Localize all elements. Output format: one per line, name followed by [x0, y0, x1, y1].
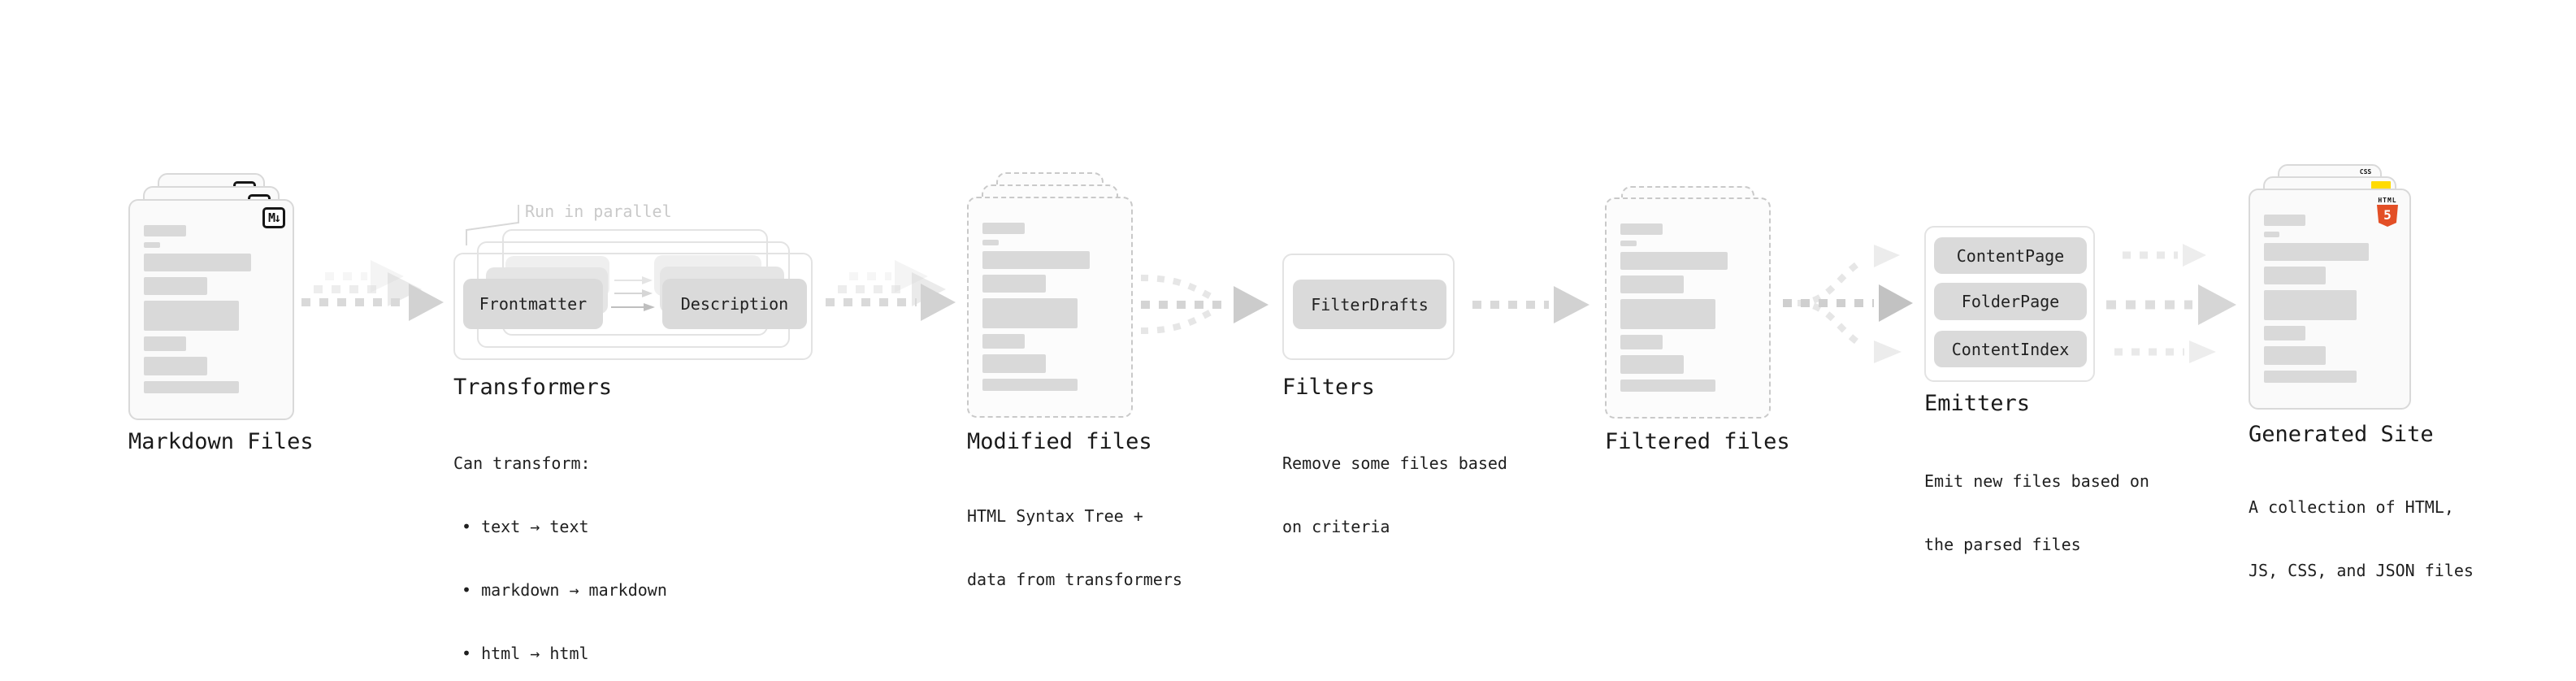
html5-file-icon: HTML 5 — [2375, 197, 2400, 227]
caption-line: • markdown → markdown — [462, 580, 667, 600]
file-text-placeholder — [144, 225, 276, 399]
caption-line: Remove some files based — [1282, 453, 1507, 473]
filters-caption: Remove some files based on criteria — [1282, 410, 1507, 579]
caption-line: Can transform: — [453, 453, 591, 473]
generated-site-label: Generated Site — [2249, 422, 2434, 447]
transformer-description-pill: Description — [662, 279, 807, 329]
filtered-file-card — [1605, 197, 1771, 419]
modified-file-card — [967, 197, 1133, 418]
run-in-parallel-annotation: Run in parallel — [525, 202, 672, 221]
file-text-placeholder — [2264, 215, 2393, 388]
transformers-title: Transformers — [453, 375, 613, 400]
arrow-transformers-to-modified — [826, 260, 956, 321]
arrow-filtered-to-emitters — [1783, 245, 1913, 363]
file-text-placeholder — [982, 223, 1115, 397]
arrow-markdown-to-transformers — [301, 260, 444, 321]
html5-shield: 5 — [2377, 205, 2398, 227]
caption-line: data from transformers — [967, 570, 1182, 589]
filters-title: Filters — [1282, 375, 1375, 400]
caption-line: on criteria — [1282, 517, 1390, 536]
arrow-emitters-to-site — [2106, 244, 2236, 363]
html5-word: HTML — [2378, 197, 2397, 204]
filtered-files-label: Filtered files — [1605, 429, 1790, 454]
caption-line: the parsed files — [1924, 535, 2081, 554]
markdown-file-card: M↓ — [128, 199, 294, 420]
filters-box — [1282, 254, 1455, 360]
emitter-contentpage-pill: ContentPage — [1934, 237, 2087, 274]
css-badge-text: CSS — [2359, 168, 2372, 176]
emitters-box — [1924, 226, 2095, 382]
caption-line: JS, CSS, and JSON files — [2249, 561, 2474, 580]
generated-site-card-html: HTML 5 — [2249, 189, 2411, 410]
generated-site-caption: A collection of HTML, JS, CSS, and JSON … — [2249, 454, 2474, 623]
caption-line: A collection of HTML, — [2249, 497, 2454, 517]
emitter-contentindex-pill: ContentIndex — [1934, 331, 2087, 367]
caption-line: Emit new files based on — [1924, 471, 2149, 491]
arrow-modified-to-filters — [1140, 275, 1268, 334]
caption-line: HTML Syntax Tree + — [967, 506, 1143, 526]
file-text-placeholder — [1620, 223, 1753, 397]
transformers-caption: Can transform: • text → text • markdown … — [453, 410, 667, 681]
transformers-box — [453, 253, 813, 360]
caption-line: • text → text — [462, 517, 589, 536]
caption-line: • html → html — [462, 644, 589, 663]
emitter-folderpage-pill: FolderPage — [1934, 283, 2087, 320]
modified-files-caption: HTML Syntax Tree + data from transformer… — [967, 463, 1182, 632]
emitters-title: Emitters — [1924, 391, 2031, 416]
markdown-icon: M↓ — [262, 207, 285, 228]
emitters-caption: Emit new files based on the parsed files — [1924, 428, 2149, 597]
arrow-filters-to-filtered — [1472, 286, 1589, 323]
transformer-frontmatter-pill: Frontmatter — [463, 279, 603, 329]
modified-files-label: Modified files — [967, 429, 1152, 454]
markdown-files-label: Markdown Files — [128, 429, 314, 454]
filter-filterdrafts-pill: FilterDrafts — [1293, 280, 1446, 329]
